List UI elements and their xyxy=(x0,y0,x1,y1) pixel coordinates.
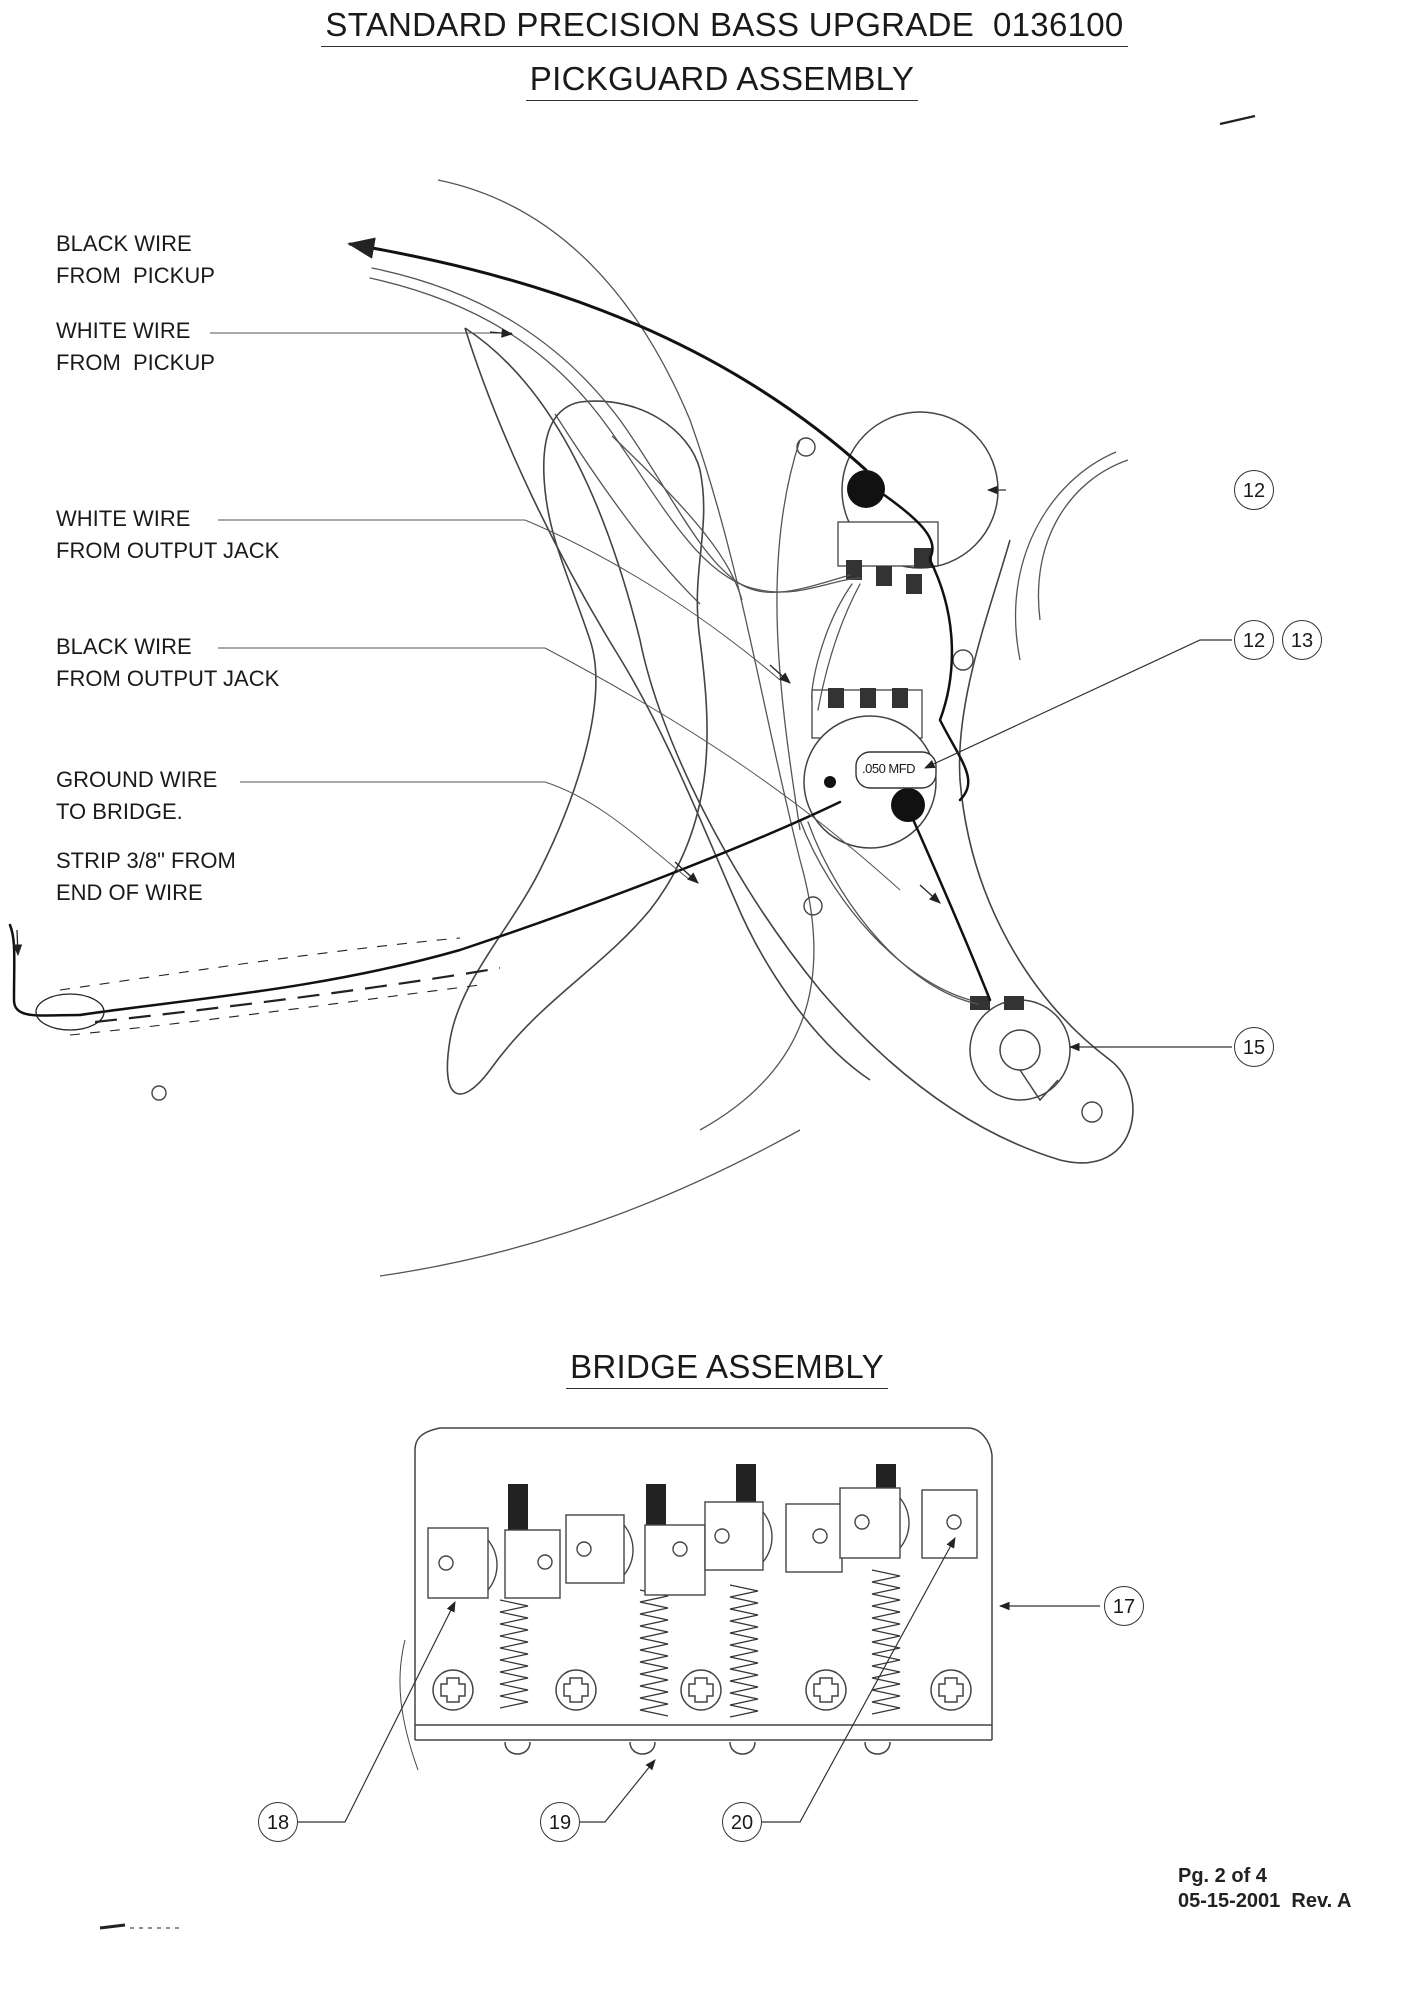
page-number: Pg. 2 of 4 xyxy=(1178,1865,1267,1887)
pickguard-outline xyxy=(464,327,1134,1164)
document-title-text: STANDARD PRECISION BASS UPGRADE 0136100 xyxy=(321,6,1128,47)
output-jack xyxy=(969,996,1071,1102)
label-line: WHITE WIRE xyxy=(56,506,191,531)
label-arrows xyxy=(12,328,941,957)
wiring xyxy=(8,237,992,1017)
label-black-wire-jack: BLACK WIRE FROM OUTPUT JACK xyxy=(56,631,279,695)
ground-wire-path xyxy=(35,937,501,1036)
label-strip-instruction: STRIP 3/8" FROM END OF WIRE xyxy=(56,845,236,909)
callout-pot-tone: 12 xyxy=(1234,620,1274,660)
scan-marks xyxy=(99,114,1256,1930)
label-white-wire-pickup: WHITE WIRE FROM PICKUP xyxy=(56,315,215,379)
pickup-cover xyxy=(446,400,708,1095)
label-white-wire-jack: WHITE WIRE FROM OUTPUT JACK xyxy=(56,503,279,567)
revision-date: 05-15-2001 Rev. A xyxy=(1178,1890,1352,1912)
tone-pot xyxy=(803,688,937,849)
bridge-plate xyxy=(399,1427,993,1771)
callout-string-hole: 19 xyxy=(540,1802,580,1842)
label-line: GROUND WIRE xyxy=(56,767,218,792)
pickguard-section-title: PICKGUARD ASSEMBLY xyxy=(0,60,1404,101)
label-line: FROM OUTPUT JACK xyxy=(56,538,280,563)
label-line: STRIP 3/8" FROM xyxy=(56,848,236,873)
label-leaders xyxy=(210,332,901,891)
pickguard-title-text: PICKGUARD ASSEMBLY xyxy=(525,60,919,101)
label-line: FROM PICKUP xyxy=(56,350,215,375)
callout-leaders xyxy=(924,485,1232,1052)
body-outline-curves xyxy=(379,179,1129,1277)
bridge-title-text: BRIDGE ASSEMBLY xyxy=(566,1348,888,1389)
document-title: STANDARD PRECISION BASS UPGRADE 0136100 xyxy=(0,6,1404,47)
label-ground-wire: GROUND WIRE TO BRIDGE. xyxy=(56,764,217,828)
callout-bridge-plate: 17 xyxy=(1104,1586,1144,1626)
callout-output-jack: 15 xyxy=(1234,1027,1274,1067)
page-footer: Pg. 2 of 4 05-15-2001 Rev. A xyxy=(1178,1864,1351,1914)
callout-height-screw: 20 xyxy=(722,1802,762,1842)
label-line: FROM OUTPUT JACK xyxy=(56,666,280,691)
label-black-wire-pickup: BLACK WIRE FROM PICKUP xyxy=(56,228,215,292)
bridge-section-title: BRIDGE ASSEMBLY xyxy=(0,1348,1404,1389)
label-line: BLACK WIRE xyxy=(56,231,192,256)
bridge-callout-leaders xyxy=(298,1537,1100,1823)
volume-pot xyxy=(837,411,999,594)
label-line: WHITE WIRE xyxy=(56,318,191,343)
label-line: END OF WIRE xyxy=(56,880,203,905)
label-line: BLACK WIRE xyxy=(56,634,192,659)
capacitor xyxy=(855,751,937,789)
callout-saddle: 18 xyxy=(258,1802,298,1842)
capacitor-label: .050 MFD xyxy=(862,761,916,776)
label-line: TO BRIDGE. xyxy=(56,799,183,824)
bridge-mounting-screws xyxy=(432,1669,972,1711)
callout-pot: 12 xyxy=(1234,470,1274,510)
label-line: FROM PICKUP xyxy=(56,263,215,288)
callout-capacitor: 13 xyxy=(1282,620,1322,660)
